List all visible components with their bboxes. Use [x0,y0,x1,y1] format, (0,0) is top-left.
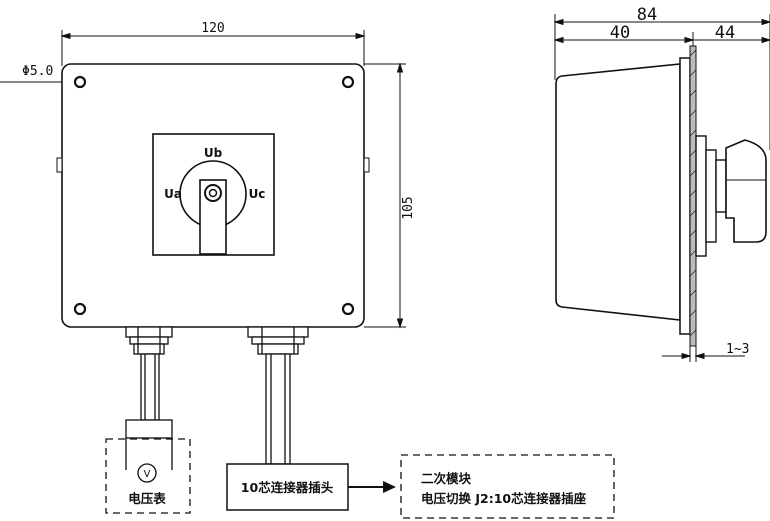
hole-dimension-label: Φ5.0 [22,64,53,79]
switch-label-ua: Ua [164,187,182,201]
side-switch-plate [695,135,707,257]
dimension-body-depth [553,32,770,60]
switch-shaft-core [208,188,218,198]
voltmeter-box [105,438,191,514]
connection-arrow [348,481,396,493]
dimension-panel-thickness [662,346,745,362]
front-depth-label: 44 [715,23,735,43]
secondary-module: 二次模块 电压切换 J2:10芯连接器插座 [400,454,615,519]
height-dimension-label: 105 [401,196,416,219]
connector-plug-box [226,463,349,511]
module-box [400,454,615,519]
module-title: 二次模块 [421,471,472,486]
switch-label-ub: Ub [204,146,223,160]
voltmeter-label: 电压表 [128,491,166,506]
voltmeter-icon [137,463,157,483]
mounting-hole-bottom-right [341,302,355,316]
panel-hatching [689,49,697,337]
body-depth-label: 40 [610,23,630,43]
connector-plug-label: 10芯连接器插头 [241,480,334,495]
voltmeter-cable [125,353,173,470]
mounting-holes [73,75,355,316]
front-view: 120 Φ5.0 105 [0,21,416,514]
dimension-total-depth [553,14,770,150]
cable-gland-right [247,326,309,355]
mounting-hole-top-left [73,75,87,89]
side-flange [679,57,691,335]
side-enclosure-body [555,63,681,321]
side-switch-shaft [715,159,727,213]
dimension-width [60,30,366,66]
side-switch-knob [725,139,767,243]
right-tab [363,157,370,173]
total-depth-label: 84 [637,5,657,25]
dimension-height [364,62,406,329]
mounting-hole-bottom-left [73,302,87,316]
panel-thickness-label: 1~3 [726,342,749,357]
left-tab [56,157,63,173]
mounting-hole-top-right [341,75,355,89]
width-dimension-label: 120 [201,21,224,36]
connector-cable [265,353,291,465]
cable-gland-left [125,326,173,355]
side-switch-bezel [705,149,717,243]
switch-label-uc: Uc [249,187,266,201]
side-view: 84 40 44 [553,5,770,362]
rotary-switch: Ub Ua Uc [152,133,275,256]
module-description: 电压切换 J2:10芯连接器插座 [421,491,587,506]
voltmeter-symbol: V [144,469,151,480]
